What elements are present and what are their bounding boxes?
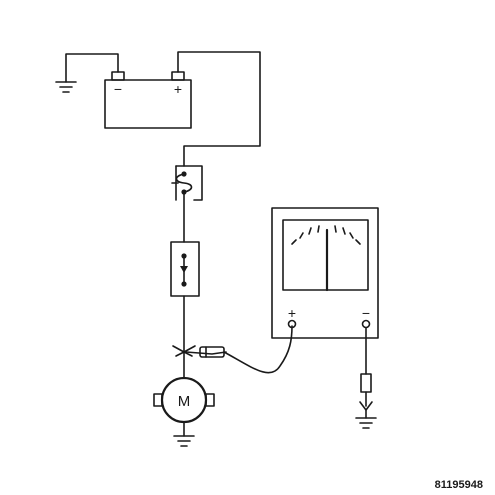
fuse-icon xyxy=(171,165,203,201)
battery-positive-wire xyxy=(177,51,261,167)
motor-label: M xyxy=(178,393,191,410)
switch-icon xyxy=(170,241,200,297)
voltmeter-positive-label: + xyxy=(288,305,296,321)
negative-test-probe-icon xyxy=(355,327,377,429)
voltmeter-icon: + − xyxy=(271,207,379,339)
battery-icon: − + xyxy=(104,71,192,129)
positive-test-lead xyxy=(223,325,293,374)
battery-negative-label: − xyxy=(114,81,122,97)
figure-code: 81195948 xyxy=(435,479,483,491)
voltmeter-negative-label: − xyxy=(362,305,370,321)
motor-icon: M xyxy=(153,376,215,424)
motor-ground-icon xyxy=(173,421,195,447)
battery-positive-label: + xyxy=(174,81,182,97)
back-probe-clip-icon xyxy=(172,345,227,358)
battery-ground-icon xyxy=(55,53,119,93)
